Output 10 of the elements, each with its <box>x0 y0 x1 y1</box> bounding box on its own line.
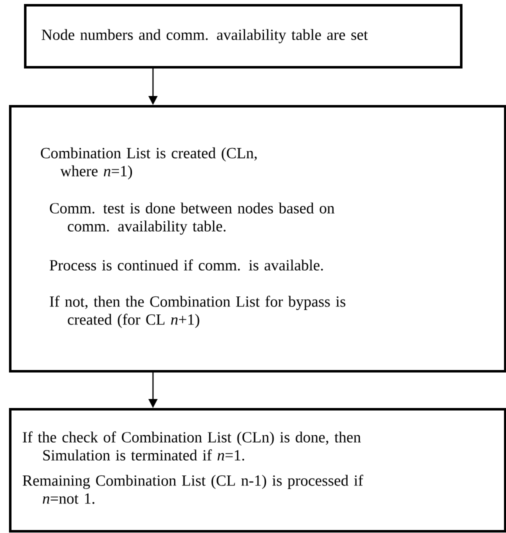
paragraph: Node numbers and comm. availability table are set <box>42 29 368 44</box>
paragraph: Comm. test is done between nodes based on comm. availability table. <box>50 202 334 235</box>
process-box <box>24 4 462 68</box>
paragraph: Combination List is created (CLn, where n=1) <box>40 147 257 180</box>
paragraph: Process is continued if comm. is available. <box>50 259 323 271</box>
paragraph: If not, then the Combination List for bypass is created (for CL n+1) <box>50 296 346 328</box>
paragraph: If the check of Combination List (CLn) is done, then Simulation is terminated if n=1. <box>22 431 361 461</box>
process-box <box>9 105 506 372</box>
paragraph: Remaining Combination List (CL n-1) is processed if n=not 1. <box>22 474 364 504</box>
process-box <box>9 408 506 532</box>
